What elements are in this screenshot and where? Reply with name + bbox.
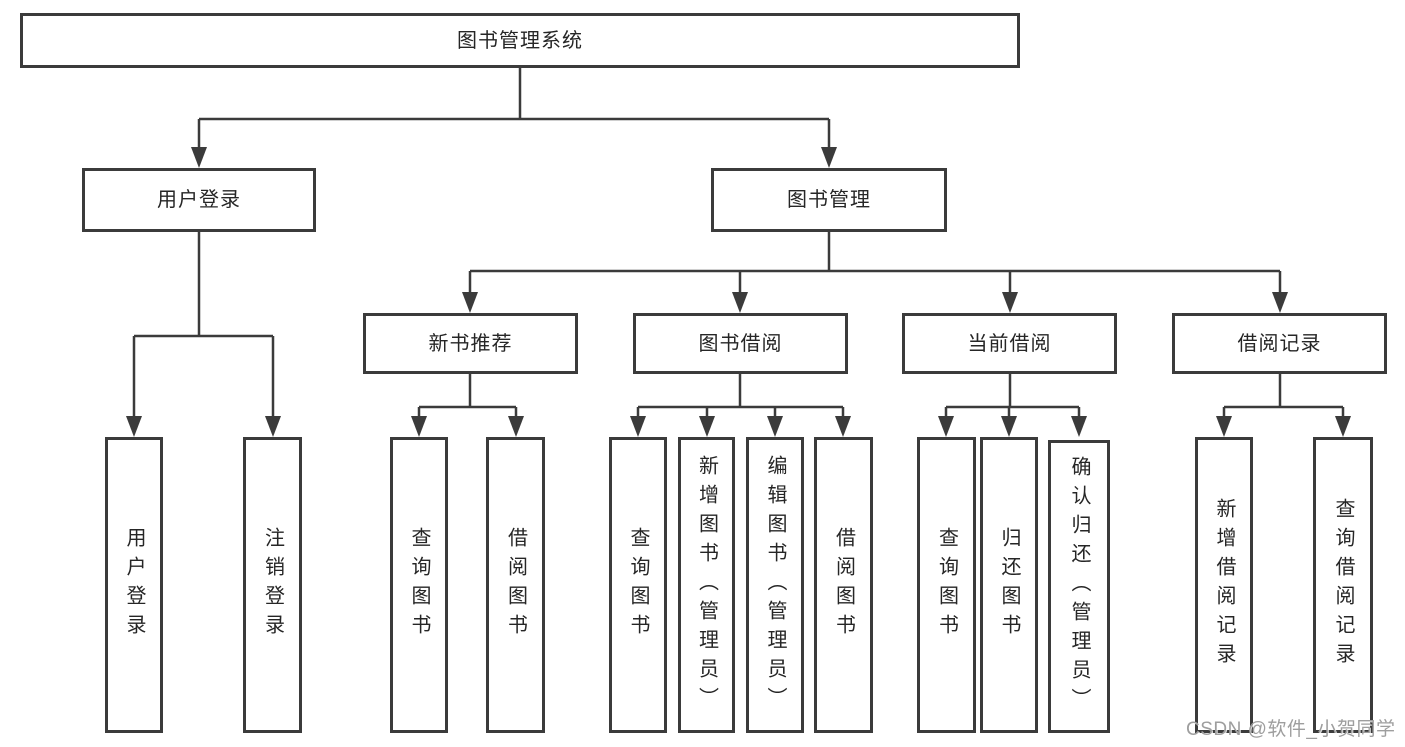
leaf-query-books-current-label: 查询图书 — [935, 527, 958, 643]
leaf-logout: 注销登录 — [243, 437, 302, 733]
watermark: CSDN @软件_小贺同学 — [1186, 719, 1396, 740]
node-borrow-record-label: 借阅记录 — [1237, 332, 1322, 355]
leaf-return-book: 归还图书 — [980, 437, 1038, 733]
leaf-query-books-current: 查询图书 — [917, 437, 976, 733]
node-borrow-record: 借阅记录 — [1172, 313, 1387, 374]
leaf-confirm-return-admin: 确认归还（管理员） — [1048, 440, 1110, 733]
node-new-book-recommend-label: 新书推荐 — [428, 332, 513, 355]
node-new-book-recommend: 新书推荐 — [363, 313, 578, 374]
node-current-borrow-label: 当前借阅 — [967, 332, 1052, 355]
leaf-user-login: 用户登录 — [105, 437, 163, 733]
leaf-borrow-books-label: 借阅图书 — [832, 527, 855, 643]
leaf-add-borrow-record-label: 新增借阅记录 — [1213, 498, 1235, 672]
leaf-borrow-books: 借阅图书 — [814, 437, 873, 733]
leaf-logout-label: 注销登录 — [261, 527, 284, 643]
node-book-borrow-label: 图书借阅 — [698, 332, 783, 355]
node-root-label: 图书管理系统 — [457, 29, 583, 52]
leaf-confirm-return-admin-label: 确认归还（管理员） — [1068, 456, 1090, 717]
node-book-management-label: 图书管理 — [787, 189, 871, 211]
leaf-query-books-recommend-label: 查询图书 — [408, 527, 430, 643]
node-book-borrow: 图书借阅 — [633, 313, 848, 374]
leaf-add-book-admin: 新增图书（管理员） — [678, 437, 735, 733]
leaf-edit-book-admin-label: 编辑图书（管理员） — [764, 454, 786, 716]
leaf-borrow-books-recommend: 借阅图书 — [486, 437, 545, 733]
leaf-query-books-recommend: 查询图书 — [390, 437, 448, 733]
leaf-query-books-borrow-label: 查询图书 — [627, 527, 649, 643]
node-root: 图书管理系统 — [20, 13, 1020, 68]
leaf-query-borrow-record-label: 查询借阅记录 — [1332, 498, 1354, 672]
connector-paths — [132, 68, 1345, 416]
leaf-add-book-admin-label: 新增图书（管理员） — [695, 454, 718, 716]
node-user-login: 用户登录 — [82, 168, 316, 232]
leaf-return-book-label: 归还图书 — [998, 527, 1020, 643]
leaf-query-books-borrow: 查询图书 — [609, 437, 667, 733]
leaf-query-borrow-record: 查询借阅记录 — [1313, 437, 1373, 733]
node-user-login-label: 用户登录 — [157, 189, 241, 211]
leaf-add-borrow-record: 新增借阅记录 — [1195, 437, 1253, 733]
node-current-borrow: 当前借阅 — [902, 313, 1117, 374]
node-book-management: 图书管理 — [711, 168, 947, 232]
leaf-edit-book-admin: 编辑图书（管理员） — [746, 437, 804, 733]
arrowheads — [126, 147, 1351, 437]
leaf-user-login-label: 用户登录 — [123, 527, 145, 643]
leaf-borrow-books-recommend-label: 借阅图书 — [504, 527, 527, 643]
